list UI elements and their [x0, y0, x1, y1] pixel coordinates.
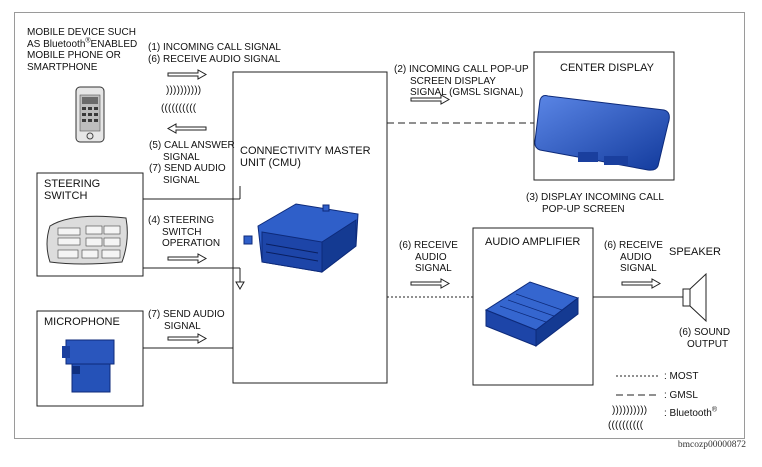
mobile-device-line3: MOBILE PHONE OR: [27, 50, 121, 61]
speaker-icon: [682, 272, 707, 323]
legend-most-label: : MOST: [664, 371, 699, 382]
audio-amplifier-device-icon: [484, 281, 580, 348]
steering-switch-device-icon: [46, 215, 128, 265]
cmu-label: CONNECTIVITY MASTER UNIT (CMU): [240, 145, 371, 169]
mobile-device-line2: AS Bluetooth®ENABLED: [27, 37, 138, 50]
audio-amplifier-label: AUDIO AMPLIFIER: [485, 236, 581, 248]
arrow-cmu-audio: [410, 278, 451, 289]
signal-2-label: (2) INCOMING CALL POP-UP SCREEN DISPLAY …: [394, 64, 529, 98]
speaker-label: SPEAKER: [669, 246, 721, 258]
bluetooth-wave-out: )))))))))): [166, 85, 202, 96]
cmu-device-icon: [243, 203, 359, 274]
signal-7-mic-label: (7) SEND AUDIO SIGNAL: [148, 309, 225, 332]
legend-wave-out: )))))))))): [612, 405, 648, 416]
steering-switch-label: STEERING SWITCH: [44, 178, 101, 202]
arrow-incoming-call: [167, 69, 208, 80]
microphone-label: MICROPHONE: [44, 316, 120, 328]
signal-5-label: (5) CALL ANSWER SIGNAL: [149, 140, 235, 163]
diagram-frame: [14, 12, 745, 439]
arrow-steering-op: [167, 253, 208, 264]
signal-4-label: (4) STEERING SWITCH OPERATION: [148, 215, 221, 249]
audio-amplifier-box: [472, 227, 594, 386]
signal-7-phone-label: (7) SEND AUDIO SIGNAL: [149, 163, 226, 186]
signal-1-label: (1) INCOMING CALL SIGNAL: [148, 42, 281, 53]
mobile-device-line1: MOBILE DEVICE SUCH: [27, 27, 136, 38]
smartphone-icon: [75, 86, 105, 143]
steering-switch-box: [36, 172, 144, 277]
signal-3-label: (3) DISPLAY INCOMING CALL POP-UP SCREEN: [526, 192, 664, 215]
center-display-device-icon: [534, 95, 670, 171]
microphone-device-icon: [62, 339, 115, 393]
mobile-device-line4: SMARTPHONE: [27, 61, 98, 73]
signal-6-receive-audio-label: (6) RECEIVE AUDIO SIGNAL: [148, 54, 281, 65]
arrow-call-answer: [166, 123, 207, 134]
arrow-amp-audio: [621, 278, 662, 289]
mobile-device-label: MOBILE DEVICE SUCH AS Bluetooth®ENABLED …: [27, 27, 137, 73]
legend-gmsl-label: : GMSL: [664, 390, 698, 401]
legend-bluetooth-label: : Bluetooth®: [664, 406, 717, 419]
center-display-box: [533, 51, 675, 181]
signal-6-cmu-label: (6) RECEIVE AUDIO SIGNAL: [399, 240, 458, 274]
microphone-box: [36, 310, 144, 407]
steering-arrow-head: [235, 281, 245, 291]
image-code: bmcozp00000872: [677, 440, 746, 450]
signal-6-amp-label: (6) RECEIVE AUDIO SIGNAL: [604, 240, 663, 274]
bluetooth-wave-in: ((((((((((: [161, 103, 197, 114]
signal-6-sound-label: (6) SOUND OUTPUT: [679, 327, 731, 350]
arrow-mic-audio: [167, 333, 208, 344]
arrow-popup-signal: [410, 94, 451, 105]
legend-wave-in: ((((((((((: [608, 420, 644, 431]
cmu-box: [232, 71, 388, 384]
center-display-label: CENTER DISPLAY: [560, 62, 654, 74]
